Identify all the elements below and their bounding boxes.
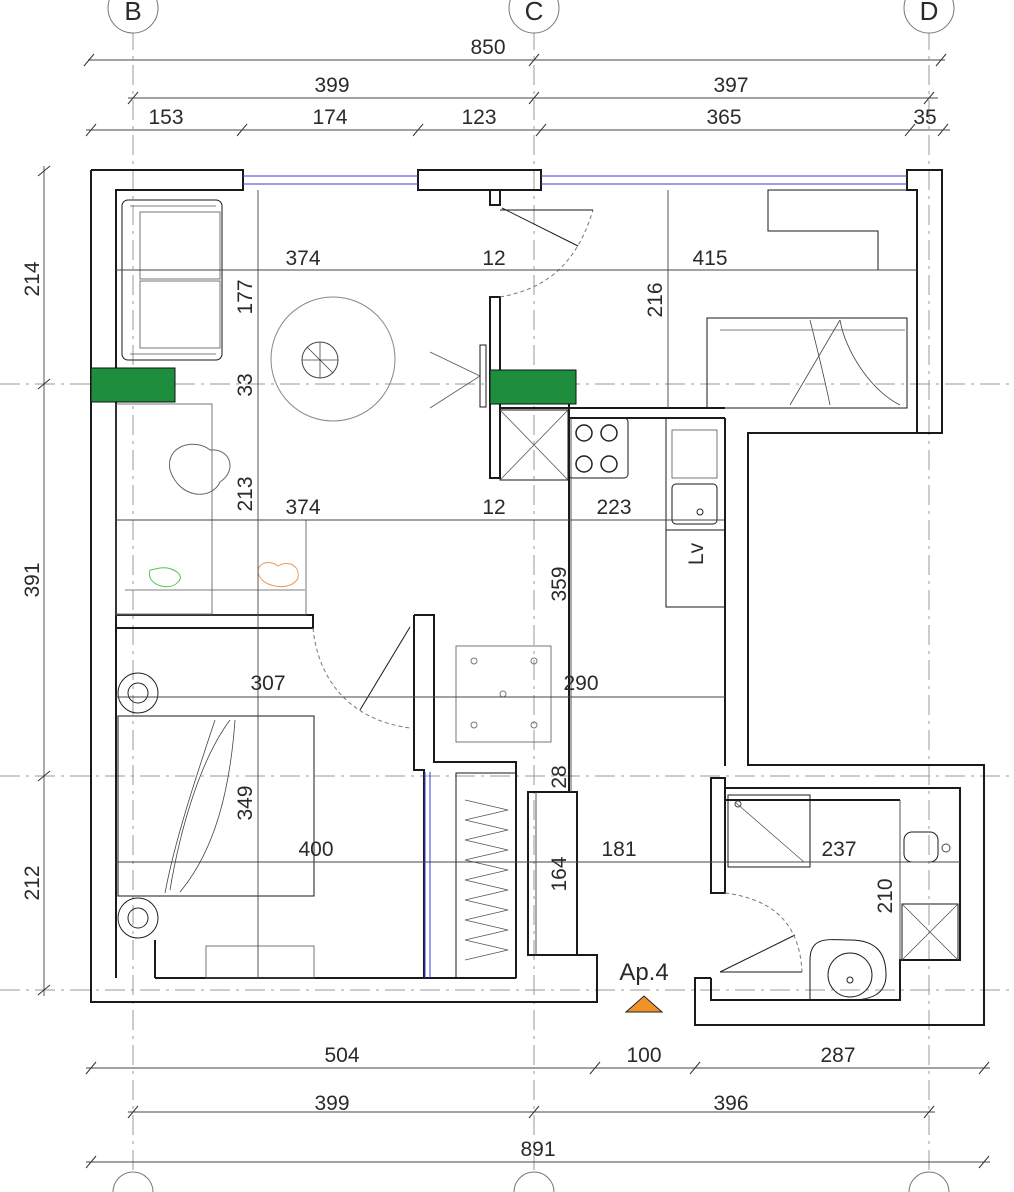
column-left [90,367,176,403]
apartment-label: Ap.4 [619,959,668,986]
svg-text:216: 216 [644,282,667,317]
dim-bottom-seg1: 504 [324,1044,359,1067]
dim-top-seg5: 35 [913,106,936,129]
dim-top-bc: 399 [314,74,349,97]
svg-text:210: 210 [874,878,897,913]
entrance-marker [624,995,664,1013]
dim-left-mid: 391 [21,562,44,597]
svg-text:177: 177 [234,279,257,314]
svg-text:28: 28 [548,765,571,788]
dim-left-top: 214 [21,261,44,296]
svg-text:12: 12 [482,496,505,519]
wardrobe-top [767,189,918,271]
svg-text:164: 164 [548,856,571,891]
svg-text:12: 12 [482,247,505,270]
bottom-dimension-chains: 504 100 287 399 396 891 [85,1044,990,1169]
bed-double [117,672,315,979]
wardrobe-hangers [464,799,509,961]
column-center [489,369,577,405]
round-table [270,296,396,422]
kitchen-counter [499,409,718,525]
dim-top-cd: 397 [713,74,748,97]
sofa [121,199,223,361]
dim-top-seg1: 153 [148,106,183,129]
axis-marker-c: C [508,0,560,34]
desk [115,403,307,616]
dim-top-total: 850 [470,36,505,59]
dim-top-seg4: 365 [706,106,741,129]
svg-text:374: 374 [285,247,320,270]
svg-text:213: 213 [234,476,257,511]
svg-text:B: B [124,0,141,26]
dim-top-seg2: 174 [312,106,347,129]
svg-text:D: D [920,0,939,26]
svg-text:181: 181 [601,838,636,861]
axis-marker-d: D [903,0,955,34]
dim-top-seg3: 123 [461,106,496,129]
left-dimension-chain: 214 391 212 [21,165,51,996]
dim-bottom-seg2: 100 [626,1044,661,1067]
dim-bottom-seg3: 287 [820,1044,855,1067]
dim-left-bottom: 212 [21,865,44,900]
svg-text:C: C [525,0,544,26]
walls [90,169,985,1026]
svg-text:33: 33 [234,373,257,396]
dining-table [455,645,552,743]
top-dimension-chains: 850 399 397 153 174 123 365 35 [83,36,950,137]
svg-text:349: 349 [234,785,257,820]
interior-dimension-texts: 374 12 415 177 33 216 213 374 12 223 359… [234,247,897,914]
svg-text:223: 223 [596,496,631,519]
svg-text:374: 374 [285,496,320,519]
dim-bottom-bc: 399 [314,1092,349,1115]
svg-text:400: 400 [298,838,333,861]
washer-label: Lv [685,542,708,565]
bed-single [706,317,908,409]
axis-marker-b: B [107,0,159,34]
svg-text:290: 290 [563,672,598,695]
dim-bottom-cd: 396 [713,1092,748,1115]
dim-bottom-total: 891 [520,1138,555,1161]
doors [312,207,803,973]
tv-unit [429,344,487,409]
axis-grid [0,30,1014,1192]
svg-text:237: 237 [821,838,856,861]
svg-text:415: 415 [692,247,727,270]
svg-text:307: 307 [250,672,285,695]
bathroom-fixtures [727,794,959,1001]
svg-text:359: 359 [548,566,571,601]
interior-dimension-lines [116,190,960,978]
windows [243,175,907,978]
